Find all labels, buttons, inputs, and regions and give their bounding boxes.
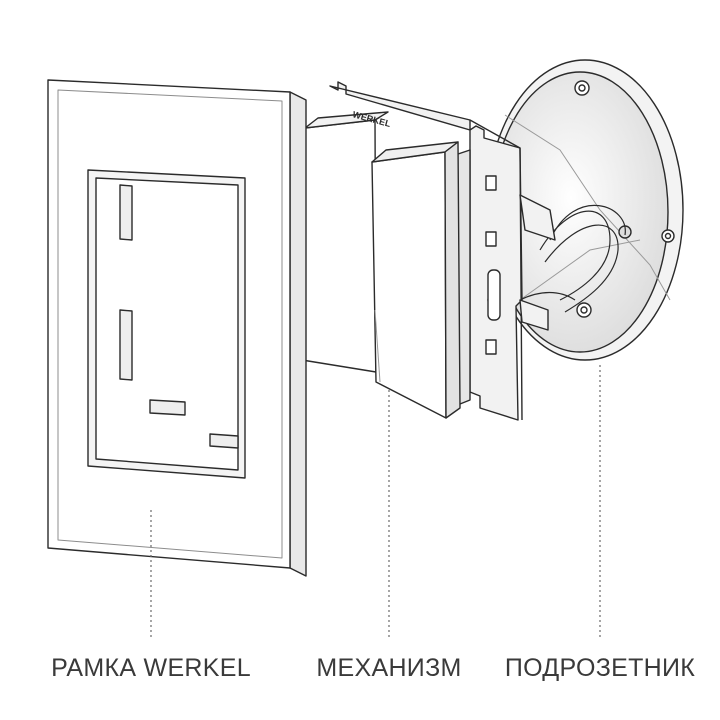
frame [47,79,307,577]
frame-label: РАМКА WERKEL [51,654,251,682]
leader-lines [150,365,601,640]
switch-mechanism [301,81,556,421]
mounting-box-label: ПОДРОЗЕТНИК [504,654,696,682]
wires [519,204,626,313]
mechanism-label: МЕХАНИЗМ [316,654,462,682]
